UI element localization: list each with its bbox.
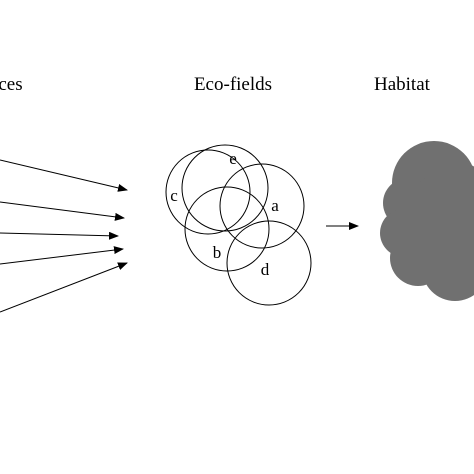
eco-field-circles [165,144,312,306]
resource-arrow-1 [0,159,128,192]
eco-field-label-d: d [261,260,270,279]
resource-arrow-5 [0,262,128,313]
eco-field-label-e: e [229,149,237,168]
eco-field-label-b: b [213,243,222,262]
eco-field-circle-c [165,149,251,235]
eco-field-circle-b [184,186,270,272]
eco-field-circle-a [219,163,305,249]
eco-fields-heading: Eco-fields [194,74,272,95]
eco-field-label-a: a [271,196,279,215]
resource-arrow-3 [0,231,119,240]
resources-heading: rces [0,74,23,95]
eco-field-circle-d [226,220,312,306]
habitat-heading: Habitat [374,74,431,95]
resource-arrows [0,159,128,313]
eco-field-label-c: c [170,186,178,205]
resource-arrow-4 [0,246,124,265]
eco-field-circle-e [181,144,269,232]
resource-arrow-2 [0,201,125,221]
habitat-shape [380,141,474,301]
